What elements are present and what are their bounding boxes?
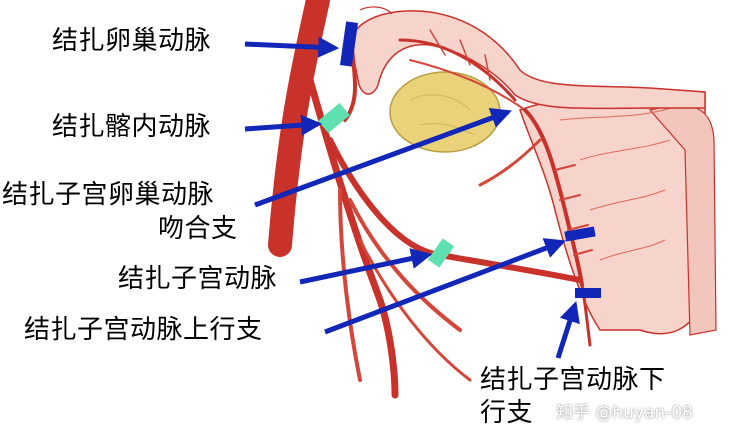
arrow-uterine <box>299 248 433 285</box>
uterus-tissue <box>519 95 717 336</box>
arrow-descending <box>555 301 580 359</box>
arrow-ascending <box>324 238 566 335</box>
arrow-iliac <box>244 114 323 136</box>
ovary <box>389 71 501 153</box>
artery-network <box>268 0 593 399</box>
ligature-uterine-artery <box>427 238 455 268</box>
label-internal-iliac-artery: 结扎髂内动脉 <box>52 112 212 142</box>
label-ascending-branch: 结扎子宫动脉上行支 <box>24 315 263 345</box>
arrow-anastomosis <box>254 107 512 208</box>
label-uterine-artery: 结扎子宫动脉 <box>118 264 278 294</box>
label-anastomosis-line1: 结扎子宫卵巢动脉 <box>2 180 215 210</box>
label-descending-line1: 结扎子宫动脉下 <box>480 365 666 395</box>
label-ovarian-artery: 结扎卵巢动脉 <box>52 26 212 56</box>
arrow-ovarian <box>244 36 340 58</box>
fallopian-tube <box>349 6 706 110</box>
pointer-arrows <box>244 36 580 359</box>
ligature-ascending-branch <box>564 226 596 242</box>
ligature-ovarian-artery <box>339 21 359 67</box>
label-anastomosis-line2: 吻合支 <box>158 214 238 244</box>
watermark: 知乎 @huyan-08 <box>556 403 693 423</box>
ligature-internal-iliac <box>318 102 350 134</box>
label-descending-line2: 行支 <box>480 398 534 428</box>
ligature-descending-branch <box>575 288 601 298</box>
